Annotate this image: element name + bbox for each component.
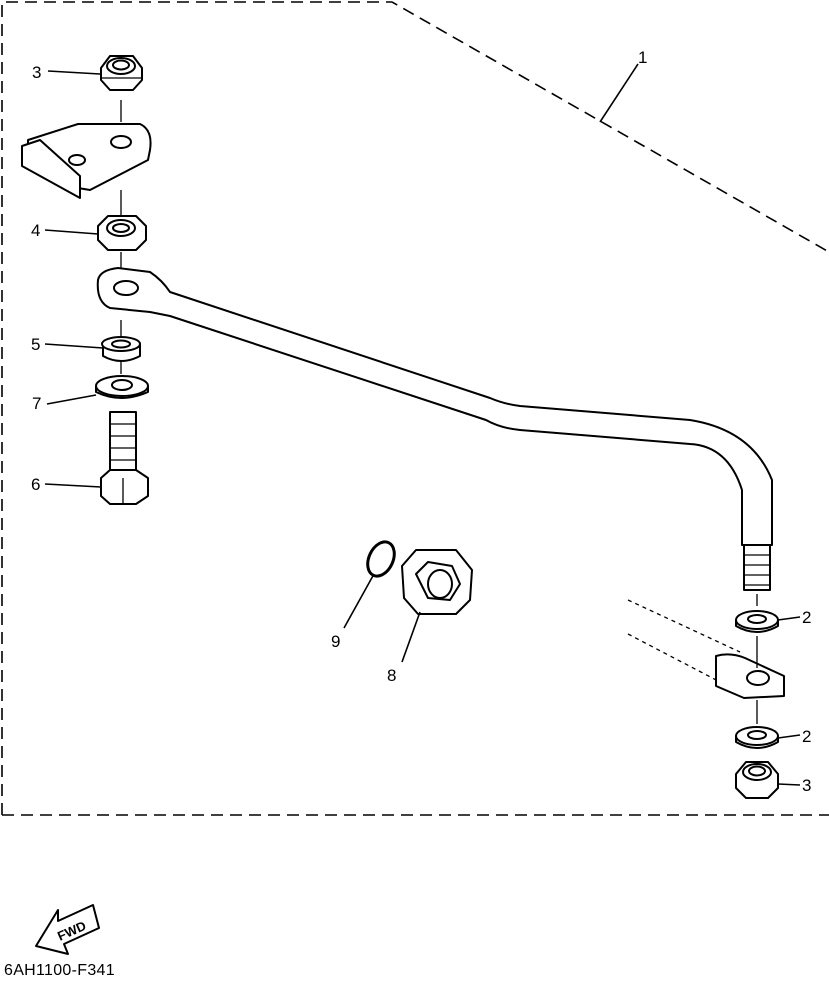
- callout-2-lower: 2: [802, 727, 811, 746]
- callout-7: 7: [32, 394, 41, 413]
- washer-right-lower: [735, 726, 779, 749]
- washer-right-upper: [735, 610, 779, 633]
- callout-3-top: 3: [32, 63, 41, 82]
- leader-lines: [44, 63, 801, 786]
- o-ring: [366, 540, 396, 578]
- callout-1: 1: [638, 48, 647, 67]
- assembly-boundary: [1, 1, 829, 816]
- hex-nut: [97, 215, 147, 251]
- mounting-bracket: [21, 123, 152, 199]
- diagram-code: 6AH1100-F341: [4, 962, 115, 979]
- washer-left: [95, 375, 149, 399]
- large-hex-nut: [401, 549, 473, 615]
- rod-threaded-end: [743, 544, 771, 591]
- collar: [101, 336, 141, 362]
- lock-nut-top: [100, 55, 143, 91]
- callout-5: 5: [31, 335, 40, 354]
- hex-bolt: [100, 411, 149, 505]
- lock-nut-bottom: [735, 761, 779, 799]
- callout-4: 4: [31, 221, 40, 240]
- callout-3-bottom: 3: [802, 776, 811, 795]
- steering-link-rod: [96, 267, 773, 546]
- callout-9: 9: [331, 632, 340, 651]
- steering-arm: [627, 599, 785, 699]
- callout-6: 6: [31, 475, 40, 494]
- callout-8: 8: [387, 666, 396, 685]
- callout-2-upper: 2: [802, 608, 811, 627]
- fwd-arrow-icon: FWD: [35, 904, 100, 955]
